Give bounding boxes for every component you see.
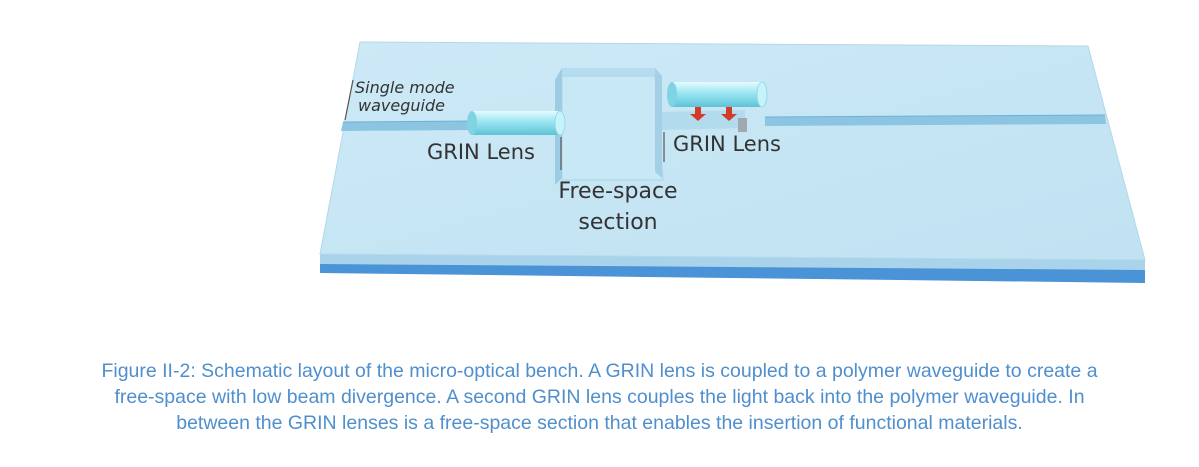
- grin-lens-left: [467, 110, 566, 136]
- lens-stop-block: [738, 118, 747, 132]
- placement-arrow-left: [690, 107, 706, 121]
- micro-optical-bench-diagram: Single mode waveguide GRIN Lens GRIN Len…: [319, 41, 1146, 283]
- label-pointer-single-mode: [344, 79, 354, 121]
- caption-line-1: Figure II-2: Schematic layout of the mic…: [101, 360, 1098, 382]
- label-single-mode-line2: waveguide: [358, 96, 445, 115]
- grin-lens-right: [667, 81, 768, 108]
- waveguide-left: [341, 121, 472, 131]
- placement-arrow-right: [721, 107, 737, 121]
- caption-line-3: between the GRIN lenses is a free-space …: [176, 412, 1023, 434]
- free-space-trench-back: [562, 68, 655, 76]
- bench-front-edge: [320, 254, 1145, 270]
- lens-mount-step: [662, 110, 745, 130]
- bench-top-surface: [319, 41, 1146, 261]
- waveguide-left-edge: [342, 120, 473, 123]
- free-space-trench-right-wall: [655, 68, 662, 178]
- label-free-space-line1: Free-space: [558, 179, 677, 204]
- label-single-mode-line1: Single mode: [355, 78, 455, 97]
- label-grin-lens-left: GRIN Lens: [427, 140, 535, 164]
- caption-line-2: free-space with low beam divergence. A s…: [114, 386, 1085, 408]
- label-grin-lens-right: GRIN Lens: [673, 132, 781, 156]
- waveguide-right: [765, 115, 1106, 126]
- waveguide-right-edge: [764, 114, 1106, 118]
- label-free-space-line2: section: [578, 210, 657, 235]
- free-space-trench-floor: [561, 75, 664, 181]
- figure-caption: Figure II-2: Schematic layout of the mic…: [20, 358, 1179, 436]
